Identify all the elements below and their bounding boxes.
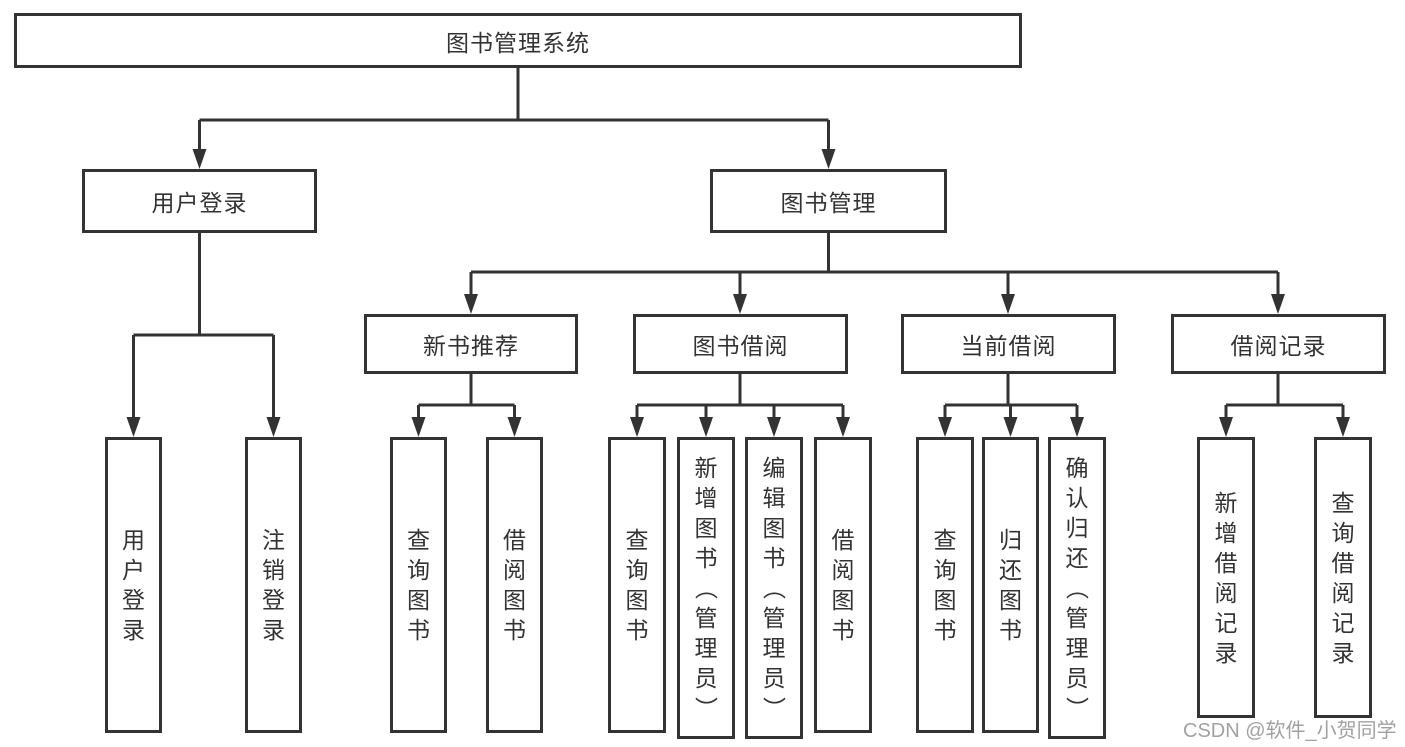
- leaf-query-books-current: 查询图书: [916, 437, 974, 733]
- leaf-confirm-return-admin: 确认归还（管理员）: [1048, 437, 1106, 739]
- leaf-add-books-admin: 新增图书（管理员）: [677, 437, 735, 739]
- leaf-query-borrow-record: 查询借阅记录: [1314, 437, 1372, 718]
- csdn-watermark: CSDN @软件_小贺同学: [1183, 720, 1397, 742]
- node-borrow-records: 借阅记录: [1171, 314, 1386, 374]
- leaf-user-login: 用户登录: [105, 437, 162, 733]
- node-book-management: 图书管理: [710, 169, 947, 233]
- leaf-logout: 注销登录: [245, 437, 302, 733]
- leaf-borrow-books-recommend: 借阅图书: [486, 437, 543, 733]
- leaf-query-books-borrow: 查询图书: [608, 437, 666, 733]
- node-current-borrow: 当前借阅: [901, 314, 1116, 374]
- leaf-edit-books-admin: 编辑图书（管理员）: [745, 437, 803, 739]
- node-user-login: 用户登录: [82, 169, 317, 233]
- node-book-borrow: 图书借阅: [633, 314, 848, 374]
- leaf-query-books-recommend: 查询图书: [390, 437, 447, 733]
- node-new-book-recommend: 新书推荐: [364, 314, 578, 374]
- node-root-library-system: 图书管理系统: [14, 13, 1022, 68]
- leaf-return-books: 归还图书: [982, 437, 1039, 733]
- leaf-borrow-books: 借阅图书: [814, 437, 872, 733]
- leaf-add-borrow-record: 新增借阅记录: [1197, 437, 1255, 718]
